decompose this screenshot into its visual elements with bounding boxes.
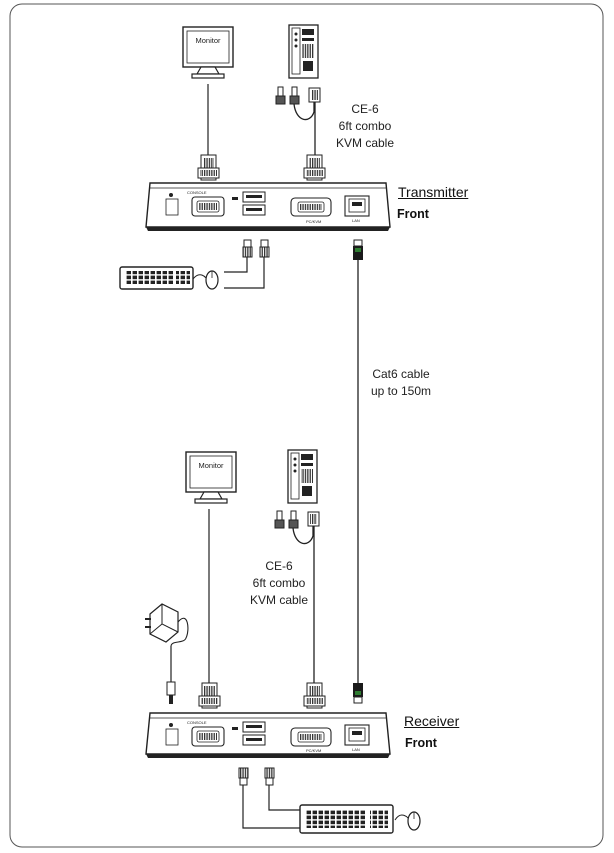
kvm-cable-caption-line: CE-6 <box>265 559 293 573</box>
kvm-cable-pc-connectors <box>275 86 321 155</box>
console-port <box>191 726 225 747</box>
usb-connector-icon <box>238 767 275 786</box>
vga-connector-icon <box>303 154 326 181</box>
transmitter-title: Transmitter <box>398 184 469 200</box>
panel-label-pckvm: PC/KVM <box>306 219 321 224</box>
cat6-caption-line: up to 150m <box>370 384 432 398</box>
vga-connector-icon <box>303 682 326 709</box>
usb-cable <box>242 785 300 829</box>
panel-label-console: CONSOLE <box>187 190 207 195</box>
kvm-cable-caption-line: CE-6 <box>351 102 379 116</box>
mouse-icon <box>394 811 421 831</box>
usb-cable <box>224 257 265 289</box>
rj45-connector-icon <box>353 239 363 260</box>
usb-cable <box>268 785 300 811</box>
pc-kvm-port <box>290 197 332 217</box>
usb-cable <box>224 257 248 273</box>
kvm-cable-caption-line: 6ft combo <box>338 119 392 133</box>
receiver-unit: CONSOLE PC/KVM LAN <box>145 712 391 758</box>
panel-label-lan: LAN <box>352 218 360 223</box>
power-adapter-icon <box>145 603 189 647</box>
usb-connector-icon <box>242 239 270 258</box>
monitor-icon <box>182 26 234 79</box>
panel-label-console: CONSOLE <box>187 720 207 725</box>
kvm-cable-caption: CE-6 6ft combo KVM cable <box>234 558 324 609</box>
power-socket-icon <box>169 723 173 727</box>
vga-connector-icon <box>198 682 221 709</box>
pc-kvm-port <box>290 727 332 747</box>
usb-port-icon <box>232 721 266 746</box>
cat6-cable-caption: Cat6 cable up to 150m <box>361 366 441 400</box>
pc-tower-icon <box>288 24 319 79</box>
power-plug-icon <box>166 681 176 704</box>
panel-label-pckvm: PC/KVM <box>306 748 321 753</box>
lan-port <box>344 724 370 746</box>
receiver-view-label: Front <box>405 736 437 750</box>
monitor-label: Monitor <box>198 461 224 470</box>
transmitter-view-label: Front <box>397 207 429 221</box>
vga-connector-icon <box>197 154 220 181</box>
transmitter-unit: CONSOLE PC/KVM LAN <box>145 182 391 231</box>
kvm-cable-pc-connectors <box>274 510 320 683</box>
receiver-title: Receiver <box>404 713 460 729</box>
console-port <box>191 196 225 217</box>
monitor-icon <box>185 451 237 504</box>
kvm-cable-caption-line: KVM cable <box>249 593 309 607</box>
keyboard-icon <box>299 804 394 834</box>
mouse-icon <box>192 270 219 290</box>
power-socket-icon <box>169 193 173 197</box>
kvm-cable-caption-line: KVM cable <box>335 136 395 150</box>
usb-port-icon <box>232 191 266 216</box>
keyboard-icon <box>119 266 194 290</box>
kvm-cable-caption: CE-6 6ft combo KVM cable <box>320 101 410 152</box>
kvm-cable-caption-line: 6ft combo <box>252 576 306 590</box>
cat6-caption-line: Cat6 cable <box>372 367 430 381</box>
pc-tower-icon <box>287 449 318 504</box>
panel-label-lan: LAN <box>352 747 360 752</box>
outer-frame <box>9 3 604 848</box>
lan-port <box>344 195 370 217</box>
rj45-connector-icon <box>353 683 363 704</box>
monitor-label: Monitor <box>195 36 221 45</box>
